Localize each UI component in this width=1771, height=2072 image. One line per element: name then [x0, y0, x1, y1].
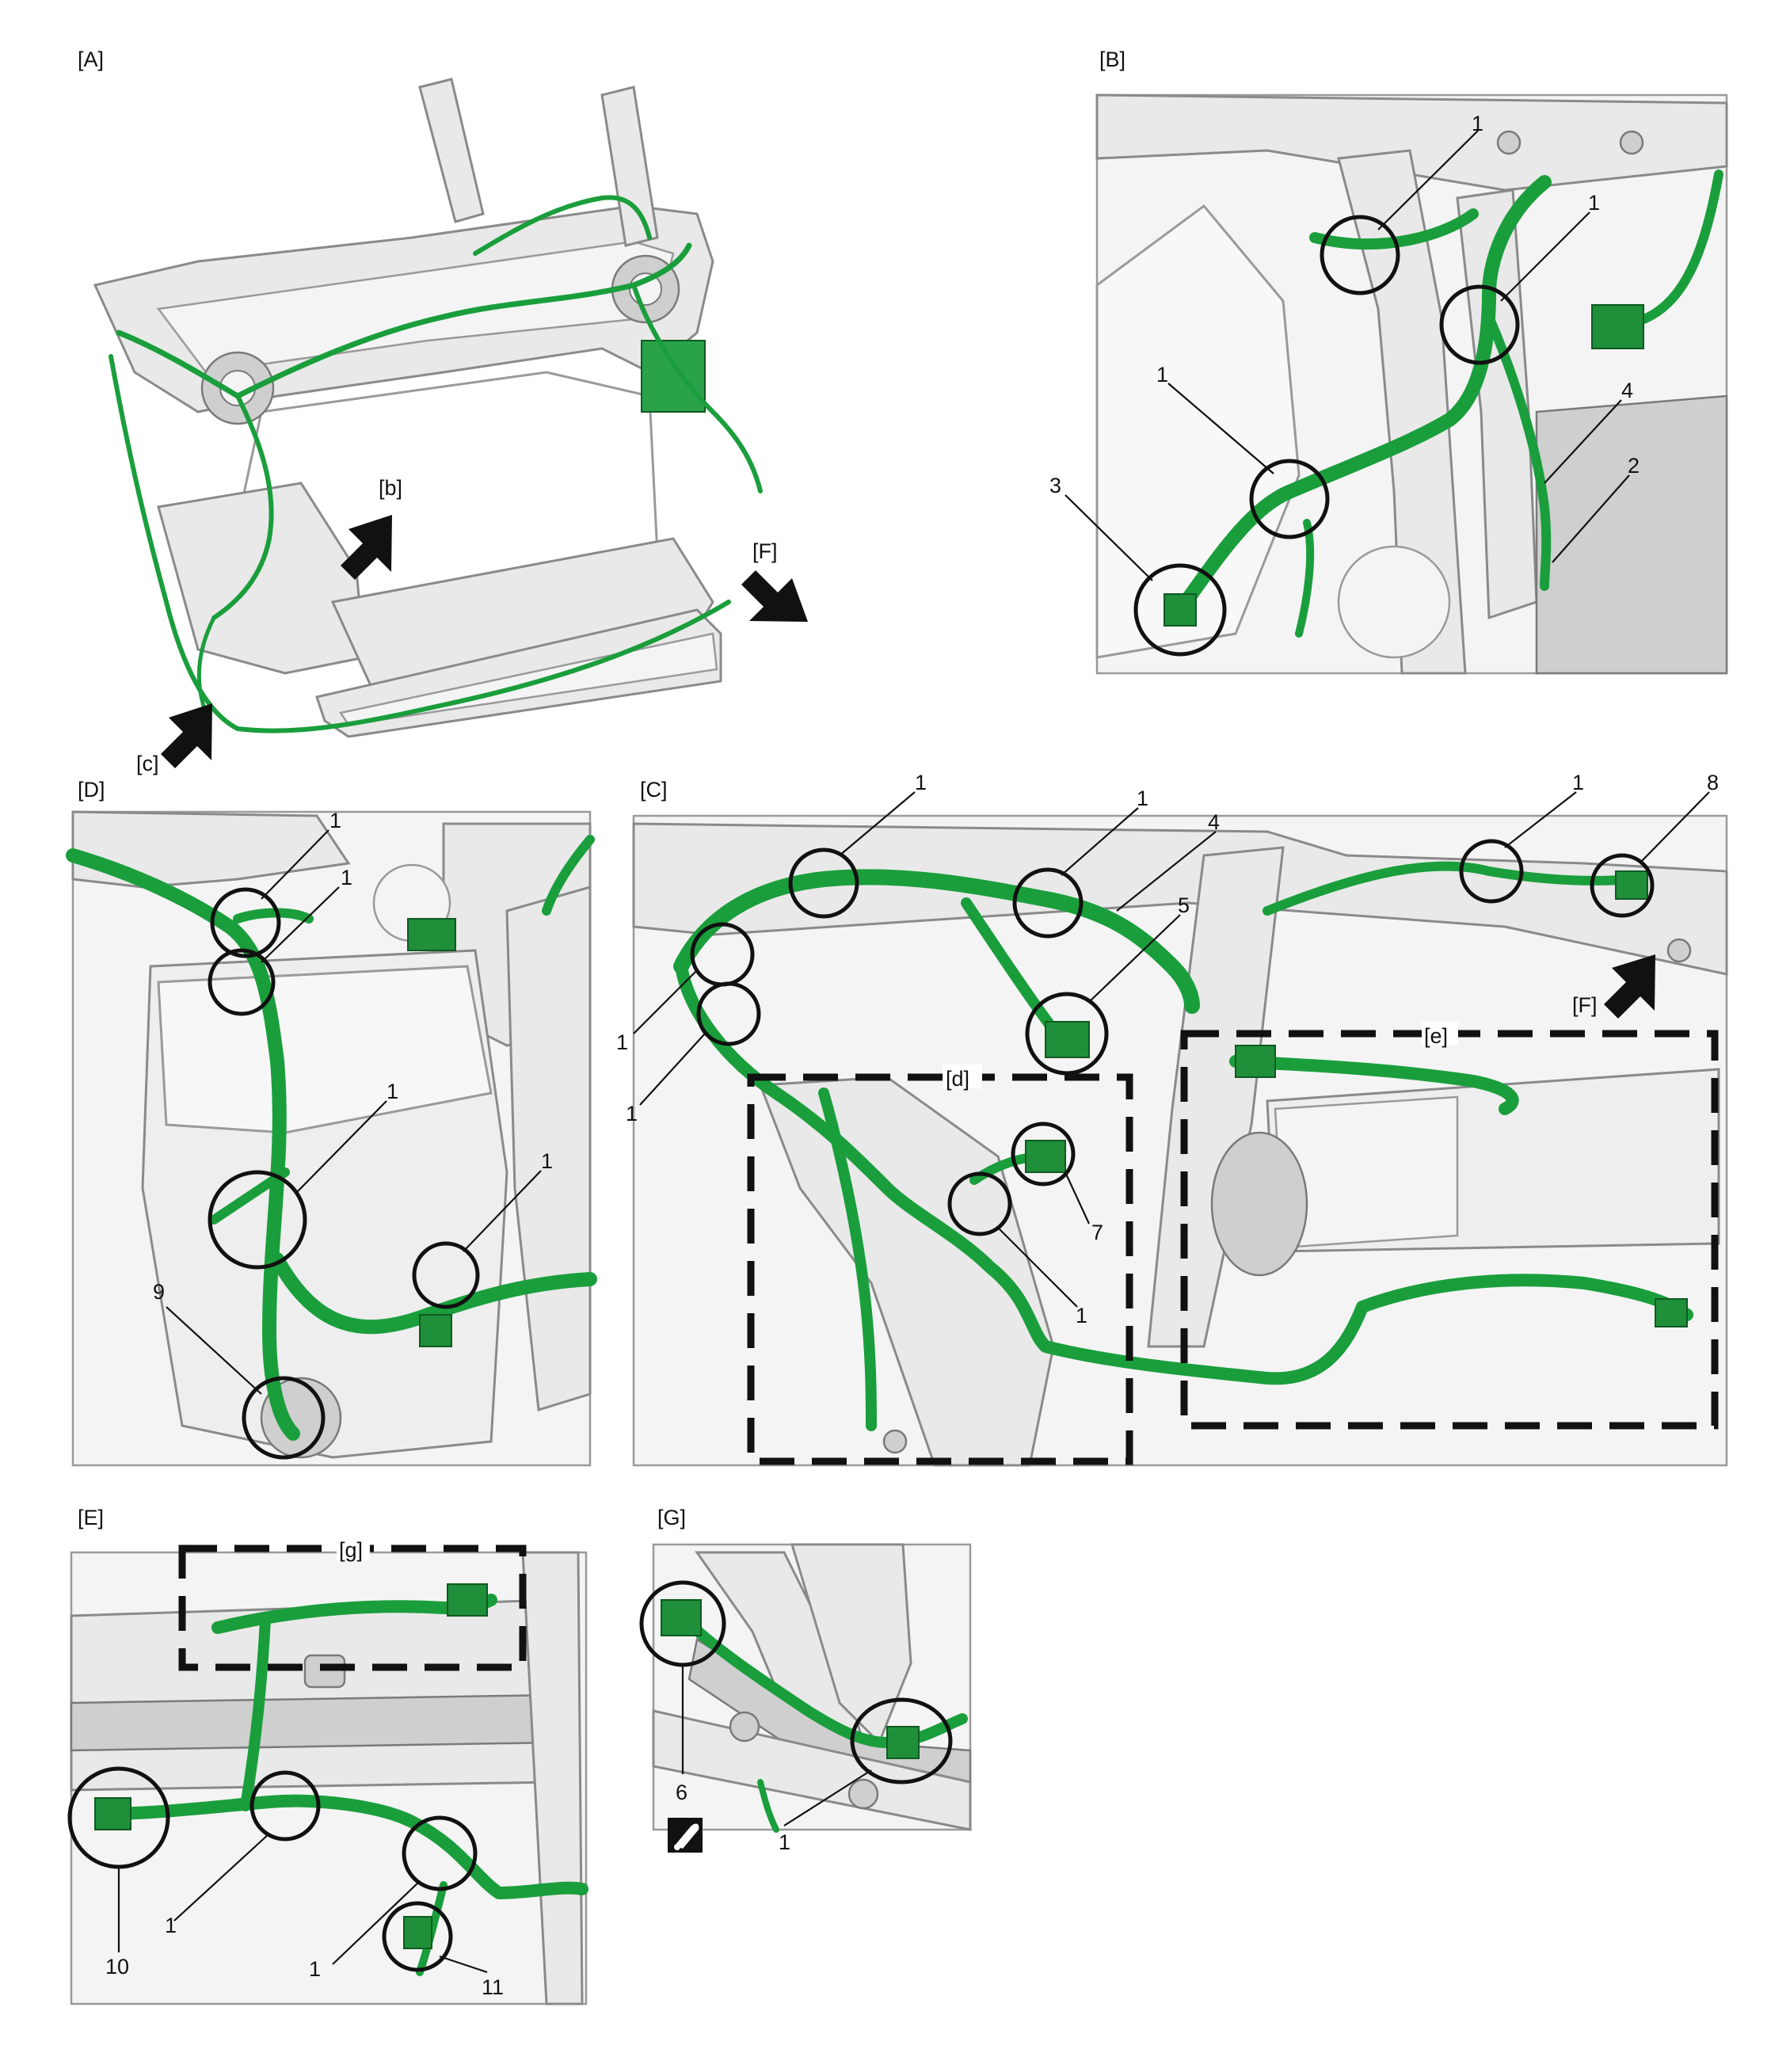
zone-d-frame: [747, 1073, 1133, 1465]
view-arrow-c: [161, 703, 212, 768]
callout-label: 1: [1156, 363, 1168, 387]
zone-g-label: [g]: [339, 1538, 363, 1562]
view-f-label-c: [F]: [1572, 993, 1598, 1017]
panel-d: [D]: [66, 778, 597, 1467]
callout-label: 11: [482, 1975, 504, 1999]
front-body-frame: [93, 78, 722, 738]
connector-ring: [242, 1376, 326, 1460]
connector-ring: [1133, 563, 1227, 657]
panel-c-label: [C]: [640, 778, 668, 802]
panel-e: [E] [g] 10: [67, 1506, 588, 2005]
view-c-label: [c]: [136, 752, 159, 775]
callout-label: 5: [1178, 893, 1190, 917]
callout-label: 8: [1707, 771, 1719, 794]
clamp-ring: [249, 1770, 321, 1842]
callout-label: 1: [541, 1149, 553, 1173]
callouts-e: 10 1 1 11: [67, 1766, 504, 1999]
panel-b-label: [B]: [1099, 48, 1125, 71]
front-crossmember-c: [632, 814, 1728, 1467]
view-arrow-b: [341, 515, 392, 580]
callout-label: 1: [1588, 191, 1600, 215]
grease-icon: [668, 1818, 703, 1853]
callout-label: 2: [1628, 454, 1640, 478]
panel-a-label: [A]: [78, 48, 104, 71]
callout-label: 4: [1208, 810, 1220, 834]
view-f-label-a: [F]: [752, 539, 778, 563]
callout-label: 1: [1076, 1304, 1087, 1327]
panel-b: [B]: [1049, 48, 1728, 675]
harness-c: [673, 861, 1693, 1431]
clamp-ring: [412, 1241, 480, 1309]
clamp-ring: [696, 981, 761, 1046]
clamp-ring: [850, 1697, 953, 1784]
callouts-d: 1 1 1 1 9: [153, 809, 553, 1460]
clamp-ring: [1249, 459, 1330, 539]
callouts-g: 6 1: [639, 1580, 953, 1854]
callout-label: 1: [329, 809, 341, 832]
panel-d-label: [D]: [78, 778, 105, 802]
panel-e-label: [E]: [78, 1506, 104, 1529]
clamp-ring: [1459, 839, 1524, 904]
callout-label: 1: [1572, 771, 1584, 794]
connector-ring: [1590, 853, 1655, 918]
clamp-ring: [788, 847, 859, 919]
zone-e-label: [e]: [1424, 1024, 1448, 1048]
clamp-ring: [208, 1170, 307, 1270]
callout-label: 1: [1137, 787, 1148, 810]
fender-apron-b: [1095, 93, 1728, 675]
panel-c: [C] [d]: [616, 771, 1728, 1467]
panel-g-label: [G]: [657, 1506, 686, 1529]
clamp-ring: [947, 1171, 1012, 1236]
callout-label: 7: [1091, 1221, 1103, 1244]
view-arrow-f-c: [1604, 954, 1655, 1019]
connector-ring: [1011, 1122, 1076, 1186]
harness-a: [109, 195, 763, 733]
zone-d-label: [d]: [946, 1067, 969, 1091]
callout-label: 4: [1621, 379, 1633, 402]
callout-label: 1: [915, 771, 927, 794]
harness-d: [66, 835, 597, 1441]
harness-g: [661, 1599, 968, 1833]
panel-g: [G] 6 1: [639, 1506, 972, 1854]
callout-label: 1: [387, 1080, 398, 1103]
callout-label: 1: [341, 866, 352, 889]
harness-e: [94, 1583, 588, 1976]
callouts-b: 1 1 1 4 2 3: [1049, 112, 1640, 657]
harness-b: [1173, 169, 1723, 638]
callouts-c: 1 1 4 1 8 5 1 1 7 1: [616, 771, 1719, 1327]
callout-label: 1: [779, 1830, 790, 1854]
clamp-ring: [1320, 215, 1400, 295]
washer-tank-d: [71, 810, 592, 1467]
view-b-label: [b]: [379, 476, 402, 500]
callout-label: 3: [1049, 474, 1061, 497]
callout-label: 1: [1472, 112, 1483, 135]
callout-label: 1: [616, 1030, 628, 1054]
callout-label: 1: [309, 1957, 321, 1981]
callout-label: 10: [105, 1955, 129, 1979]
view-arrow-f-a: [741, 570, 808, 622]
callout-label: 1: [626, 1102, 638, 1126]
clamp-ring: [208, 948, 276, 1016]
connector-ring: [1025, 992, 1109, 1076]
panel-a: [A] [b] [c] [: [78, 48, 808, 775]
callout-label: 1: [165, 1914, 177, 1937]
callout-label: 6: [676, 1781, 687, 1804]
clamp-ring: [1012, 867, 1084, 939]
clamp-ring: [210, 887, 281, 958]
callout-label: 9: [153, 1280, 165, 1304]
connector-ring: [382, 1901, 453, 1972]
clamp-ring: [402, 1815, 478, 1891]
clamp-ring: [1439, 284, 1520, 365]
